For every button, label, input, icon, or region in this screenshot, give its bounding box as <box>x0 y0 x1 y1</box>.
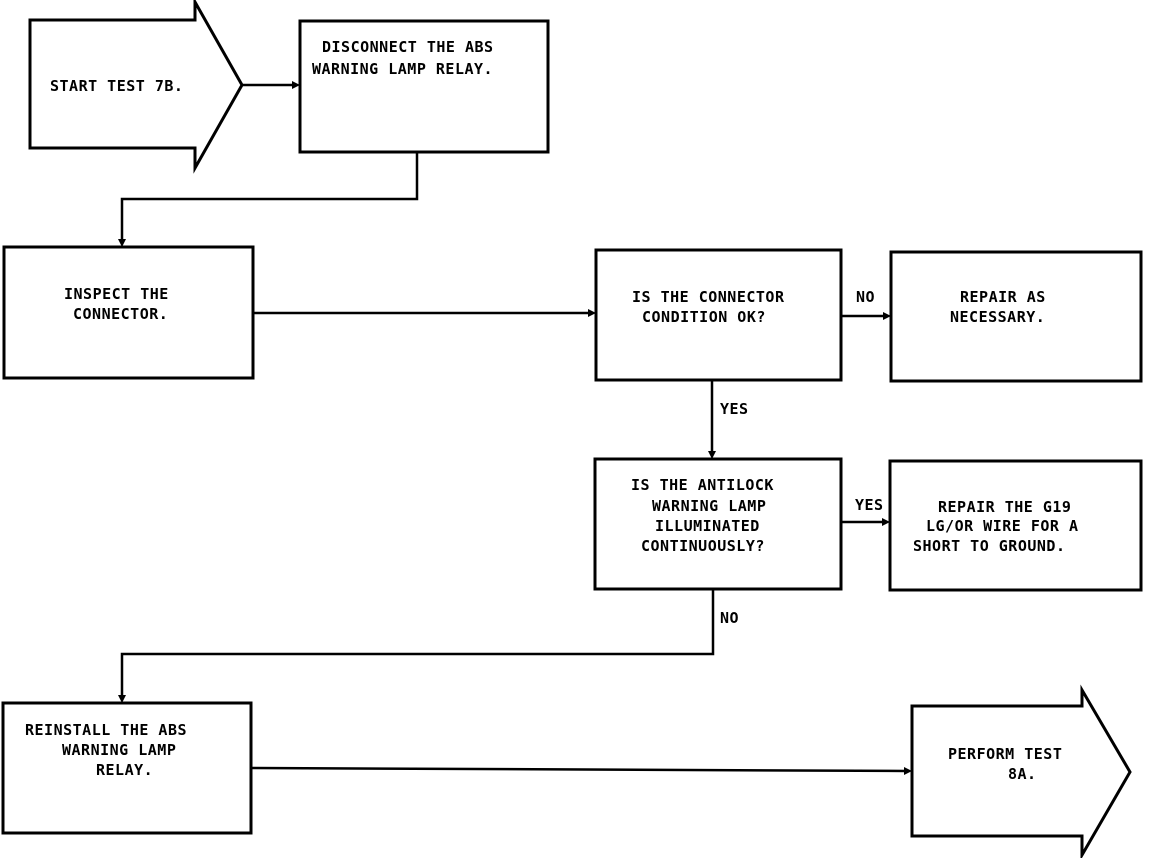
connector-start-to-disconnect <box>242 81 300 89</box>
repair-short-node: REPAIR THE G19 LG/OR WIRE FOR A SHORT TO… <box>888 459 1143 592</box>
reinstall-line-2: WARNING LAMP <box>62 741 176 759</box>
connector-condition-to-repair <box>841 312 891 320</box>
edge-label-condition-yes: YES <box>720 400 749 418</box>
start-node: START TEST 7B. <box>28 0 244 174</box>
reinstall-line-3: RELAY. <box>96 761 153 779</box>
inspect-label-line-1: INSPECT THE <box>64 285 169 303</box>
start-label: START TEST 7B. <box>50 77 183 95</box>
connector-lamp-to-reinstall <box>118 589 715 703</box>
inspect-label-line-2: CONNECTOR. <box>73 305 168 323</box>
connector-disconnect-to-inspect <box>118 152 419 247</box>
repair-necessary-node: REPAIR AS NECESSARY. <box>889 250 1143 383</box>
connector-condition-to-lamp <box>708 380 716 459</box>
perform-node: PERFORM TEST 8A. <box>910 684 1132 858</box>
disconnect-label-line-2: WARNING LAMP RELAY. <box>312 60 493 78</box>
disconnect-label-line-1: DISCONNECT THE ABS <box>322 38 494 56</box>
repair-short-line-2: LG/OR WIRE FOR A <box>926 517 1079 535</box>
reinstall-node: REINSTALL THE ABS WARNING LAMP RELAY. <box>1 701 253 835</box>
edge-label-lamp-no: NO <box>720 609 739 627</box>
condition-decision-node: IS THE CONNECTOR CONDITION OK? <box>594 248 843 382</box>
repair-short-line-3: SHORT TO GROUND. <box>913 537 1066 555</box>
inspect-node: INSPECT THE CONNECTOR. <box>2 245 255 380</box>
edge-label-condition-no: NO <box>856 288 875 306</box>
perform-line-2: 8A. <box>1008 765 1037 783</box>
edge-label-lamp-yes: YES <box>855 496 884 514</box>
lamp-decision-node: IS THE ANTILOCK WARNING LAMP ILLUMINATED… <box>593 457 843 591</box>
repair-necessary-line-1: REPAIR AS <box>960 288 1046 306</box>
condition-label-line-2: CONDITION OK? <box>642 308 766 326</box>
perform-line-1: PERFORM TEST <box>948 745 1062 763</box>
lamp-label-line-4: CONTINUOUSLY? <box>641 537 765 555</box>
connector-lamp-to-repair-short <box>841 518 890 526</box>
disconnect-node: DISCONNECT THE ABS WARNING LAMP RELAY. <box>298 19 550 154</box>
repair-short-line-1: REPAIR THE G19 <box>938 498 1071 516</box>
condition-label-line-1: IS THE CONNECTOR <box>632 288 785 306</box>
lamp-label-line-2: WARNING LAMP <box>652 497 766 515</box>
lamp-label-line-3: ILLUMINATED <box>655 517 760 535</box>
reinstall-line-1: REINSTALL THE ABS <box>25 721 187 739</box>
connector-inspect-to-condition <box>253 309 596 317</box>
lamp-label-line-1: IS THE ANTILOCK <box>631 476 774 494</box>
repair-necessary-line-2: NECESSARY. <box>950 308 1045 326</box>
connector-reinstall-to-perform <box>250 766 912 775</box>
